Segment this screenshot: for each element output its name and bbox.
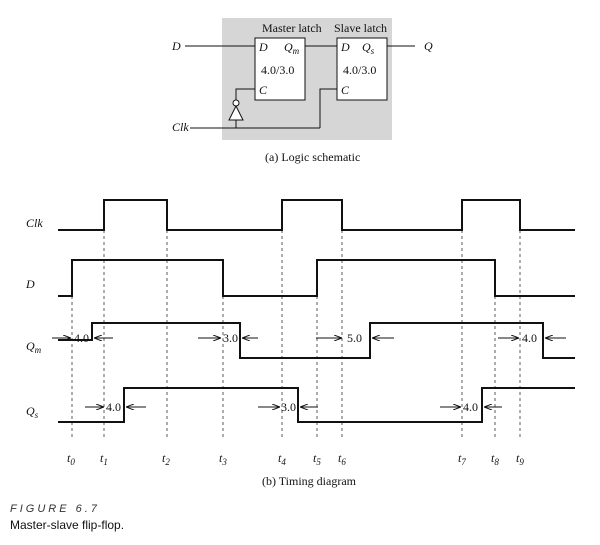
- slave-d-pin: D: [340, 40, 350, 54]
- inverter-triangle: [228, 104, 244, 121]
- master-latch-box: [254, 37, 306, 101]
- delay-value: 4.0: [106, 400, 121, 414]
- signal-name-clk: Clk: [26, 216, 43, 230]
- time-mark-t0: t0: [67, 451, 75, 467]
- slave-latch-title: Slave latch: [334, 21, 387, 35]
- slave-clock-wire: [319, 88, 337, 128]
- time-mark-t3: t3: [219, 451, 227, 467]
- master-latch-title: Master latch: [262, 21, 322, 35]
- master-q-subscript: m: [293, 46, 300, 56]
- svg-text:Qs: Qs: [362, 40, 375, 56]
- time-mark-t8: t8: [491, 451, 499, 467]
- delay-marker-qm-1: 4.0: [52, 331, 113, 345]
- delay-value: 5.0: [347, 331, 362, 345]
- svg-text:Qm: Qm: [26, 339, 42, 355]
- qm-waveform: [58, 322, 575, 359]
- time-mark-t4: t4: [278, 451, 286, 467]
- svg-text:Qm: Qm: [284, 40, 300, 56]
- time-axis-labels: t0 t1 t2 t3 t4 t5 t6 t7 t8 t9: [67, 451, 524, 467]
- slave-latch-box: [336, 37, 388, 101]
- delay-marker-qs-1: 4.0: [85, 400, 146, 414]
- output-q-label: Q: [424, 39, 433, 53]
- delay-value: 4.0: [74, 331, 89, 345]
- schematic-caption: (a) Logic schematic: [265, 150, 361, 164]
- slave-delay: 4.0/3.0: [343, 63, 376, 77]
- master-q-pin: Q: [284, 40, 293, 54]
- signal-name-qm: Q: [26, 339, 35, 353]
- timing-caption: (b) Timing diagram: [262, 474, 357, 488]
- delay-value: 4.0: [522, 331, 537, 345]
- delay-value: 3.0: [281, 400, 296, 414]
- delay-value: 3.0: [223, 331, 238, 345]
- time-reference-lines: [71, 230, 521, 440]
- time-mark-t9: t9: [516, 451, 524, 467]
- delay-marker-qm-3: 5.0: [316, 331, 394, 345]
- delay-value: 4.0: [463, 400, 478, 414]
- slave-q-pin: Q: [362, 40, 371, 54]
- master-c-pin: C: [259, 83, 268, 97]
- master-clock-wire: [235, 88, 255, 100]
- time-mark-t6: t6: [338, 451, 346, 467]
- time-mark-t1: t1: [100, 451, 108, 467]
- time-mark-t2: t2: [162, 451, 170, 467]
- figure-number: FIGURE 6.7: [10, 503, 100, 515]
- delay-marker-qm-4: 4.0: [498, 331, 566, 345]
- inverter-bubble: [232, 99, 240, 107]
- clk-waveform: [58, 199, 575, 231]
- master-delay: 4.0/3.0: [261, 63, 294, 77]
- time-mark-t7: t7: [458, 451, 466, 467]
- signal-name-d: D: [25, 277, 35, 291]
- slave-q-subscript: s: [371, 46, 375, 56]
- d-waveform: [58, 259, 575, 297]
- delay-marker-qs-2: 3.0: [258, 400, 318, 414]
- delay-marker-qm-2: 3.0: [198, 331, 258, 345]
- signal-name-qs: Q: [26, 404, 35, 418]
- clk-input-label: Clk: [172, 120, 189, 134]
- figure-description: Master-slave flip-flop.: [10, 518, 125, 532]
- svg-text:Qs: Qs: [26, 404, 39, 420]
- slave-c-pin: C: [341, 83, 350, 97]
- input-d-label: D: [171, 39, 181, 53]
- qs-waveform: [58, 387, 575, 423]
- delay-marker-qs-3: 4.0: [440, 400, 502, 414]
- time-mark-t5: t5: [313, 451, 321, 467]
- master-d-pin: D: [258, 40, 268, 54]
